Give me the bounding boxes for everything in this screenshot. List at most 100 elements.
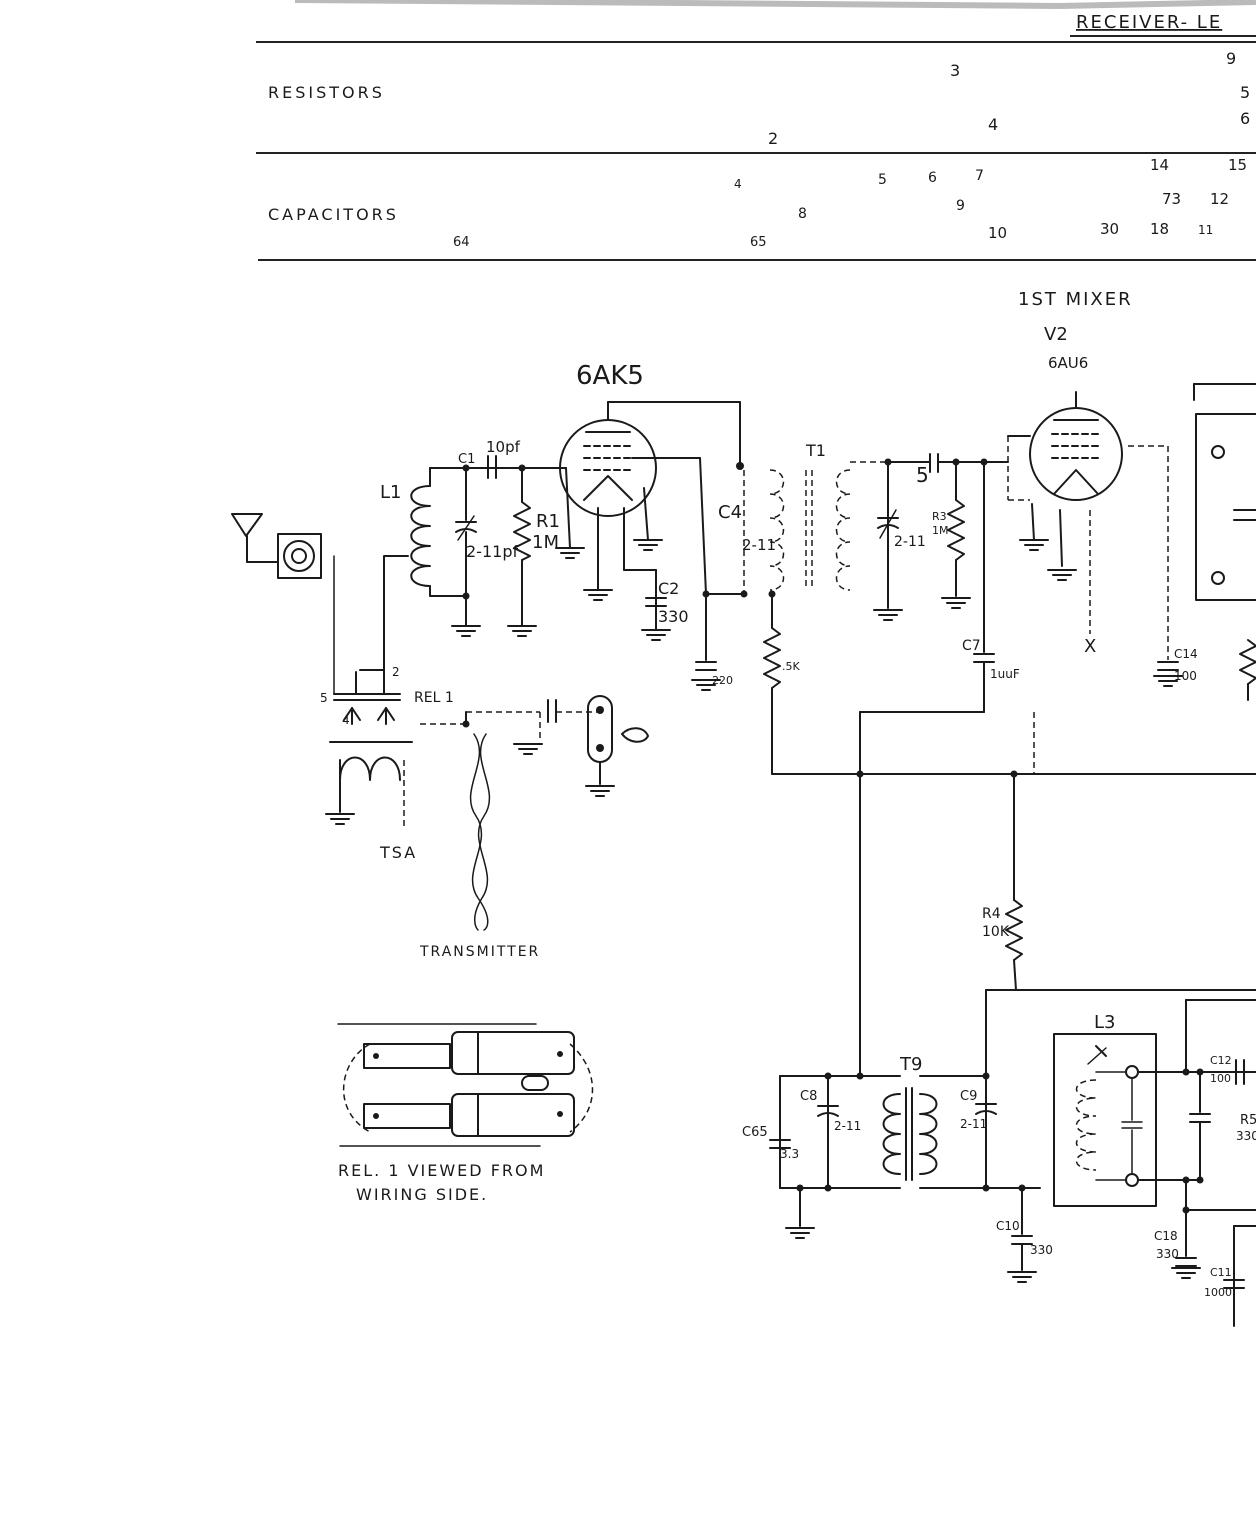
v2-label: V2 — [1044, 324, 1068, 345]
ground-icon — [641, 629, 671, 641]
resistors-row-label: RESISTORS — [268, 83, 385, 102]
capacitor-number: 30 — [1100, 220, 1119, 238]
c10-label: C10 — [996, 1219, 1020, 1233]
tube-6au6-mixer: 1ST MIXER V2 6AU6 X — [983, 289, 1168, 657]
ground-icon — [555, 547, 585, 559]
relay-rel1: REL 1 5 4 2 TSA TRANSMITTER — [320, 665, 649, 960]
c3-capacitor: 220 — [695, 593, 733, 687]
junction-dots — [462, 458, 1204, 1214]
capacitor-number: 65 — [750, 235, 767, 250]
resistor-number: 9 — [1226, 49, 1236, 68]
resistor-number: 5 — [1240, 83, 1250, 102]
r3-resistor: R3 1M — [932, 461, 965, 597]
c9-trimmer: C9 2-11 — [960, 1089, 997, 1131]
r1-label: R1 — [536, 511, 560, 532]
ground-icon — [325, 813, 355, 825]
capacitor-number: 5 — [878, 172, 887, 188]
capacitor-number: 4 — [734, 177, 742, 191]
resistor-number: 3 — [950, 61, 960, 80]
ground-icon — [583, 589, 613, 601]
t9-transformer: T9 — [779, 1054, 1041, 1227]
c9-value: 2-11 — [960, 1117, 987, 1131]
l1-coil: L1 — [380, 467, 521, 695]
c65-label: C65 — [742, 1125, 768, 1140]
tube-6au6-label: 6AU6 — [1048, 354, 1088, 372]
capacitor-number: 10 — [988, 224, 1007, 242]
ground-symbols — [325, 539, 1201, 1283]
ground-icon — [585, 785, 615, 797]
c11-label: C11 — [1210, 1266, 1232, 1279]
capacitor-number: 8 — [798, 206, 807, 222]
r2-resistor: .5K — [763, 627, 800, 775]
c1-label: C1 — [458, 452, 475, 467]
c8-trimmer: C8 2-11 — [800, 1089, 861, 1133]
ground-icon — [507, 625, 537, 637]
tube-6ak5-label: 6AK5 — [576, 361, 644, 391]
c18-label: C18 — [1154, 1229, 1178, 1243]
right-lower-network: C12 100 R5 330 C18 330 C11 1000 — [1154, 1054, 1256, 1327]
r1-value: 1M — [532, 532, 559, 553]
capacitor-number: 14 — [1150, 156, 1169, 174]
resistor-number: 4 — [988, 115, 998, 134]
c65-capacitor: C65 3.3 — [742, 1125, 799, 1161]
c5-trimmer: 2-11 — [877, 509, 926, 550]
c65-value: 3.3 — [780, 1147, 799, 1161]
l1-label: L1 — [380, 482, 401, 503]
c1-value: 10pf — [486, 438, 521, 456]
x-label: X — [1084, 636, 1096, 657]
ground-icon — [1007, 1271, 1037, 1283]
t1-label: T1 — [805, 441, 826, 460]
c3-value: 220 — [712, 674, 733, 687]
relay-caption-line1: REL. 1 VIEWED FROM — [338, 1161, 545, 1180]
c6-value: 5 — [916, 463, 929, 487]
c7-capacitor: C7 1uuF — [859, 461, 1020, 713]
c10-capacitor: C10 330 — [996, 1187, 1053, 1271]
trimmer-value: 2-11pf — [466, 542, 518, 561]
ground-icon — [691, 679, 721, 691]
if-can-partial: C14 100 — [1157, 383, 1256, 701]
input-network: C1 10pf 2-11pf R1 1M — [455, 438, 567, 627]
r3-value: 1M — [932, 524, 949, 537]
l3-coil-can: L3 — [1053, 999, 1256, 1207]
c4-trimmer: C4 2-11 — [705, 470, 776, 595]
capacitor-number: 11 — [1198, 223, 1213, 237]
capacitor-number: 7 — [975, 168, 984, 184]
c4-label: C4 — [718, 502, 742, 523]
ground-icon — [1171, 1267, 1201, 1279]
c6-capacitor: 5 — [887, 453, 985, 487]
drawing-title: RECEIVER- LE — [1076, 12, 1222, 33]
relay-pin-5: 5 — [320, 691, 328, 705]
c12-value: 100 — [1210, 1072, 1231, 1085]
tsa-label: TSA — [379, 843, 417, 862]
c11-value: 1000 — [1204, 1286, 1232, 1299]
r5-label: R5 — [1240, 1113, 1256, 1128]
ground-icon — [1153, 675, 1183, 687]
relay-caption-line2: WIRING SIDE. — [356, 1185, 488, 1204]
ground-icon — [451, 625, 481, 637]
r2-value: .5K — [782, 660, 800, 673]
relay-pin-2: 2 — [392, 665, 400, 679]
transmitter-label: TRANSMITTER — [419, 944, 540, 960]
c8-label: C8 — [800, 1089, 817, 1104]
rel1-label: REL 1 — [414, 690, 454, 706]
r5-value: 330 — [1236, 1129, 1256, 1143]
capacitor-number: 12 — [1210, 190, 1229, 208]
c5-value: 2-11 — [894, 534, 926, 550]
c4-value: 2-11 — [742, 536, 776, 554]
c2-capacitor: C2 330 — [645, 579, 689, 626]
l3-label: L3 — [1094, 1012, 1115, 1033]
bus-wiring — [771, 711, 1256, 1077]
c12-label: C12 — [1210, 1054, 1232, 1067]
c7-value: 1uuF — [990, 667, 1020, 681]
ground-icon — [785, 1227, 815, 1239]
c7-label: C7 — [962, 638, 981, 654]
tube-6ak5: 6AK5 — [559, 361, 741, 631]
c2-label: C2 — [658, 579, 679, 598]
ground-icon — [633, 539, 663, 551]
ground-icon — [513, 743, 543, 755]
capacitor-number: 6 — [928, 170, 937, 186]
c8-value: 2-11 — [834, 1119, 861, 1133]
capacitor-number: 18 — [1150, 220, 1169, 238]
capacitor-number: 9 — [956, 198, 965, 214]
